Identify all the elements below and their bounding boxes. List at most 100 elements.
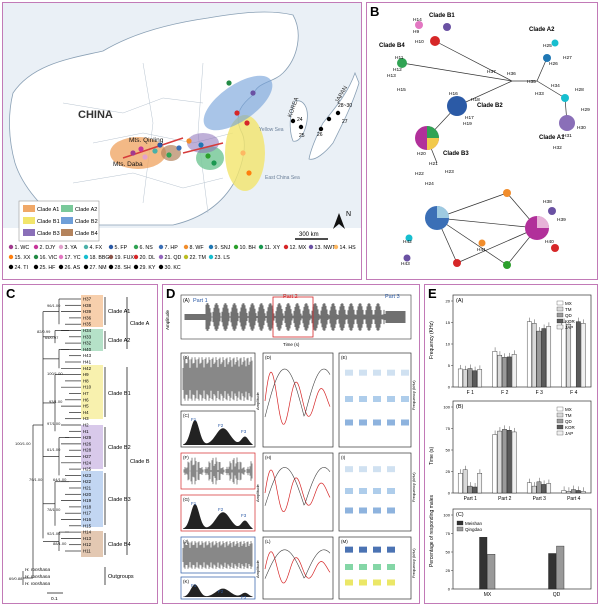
- svg-text:Clade B1: Clade B1: [429, 13, 455, 19]
- site-legend-label: 4. FX: [90, 245, 103, 251]
- panel-c-label: C: [6, 286, 16, 301]
- formant-label: F3: [241, 429, 247, 434]
- phylogenetic-tree-svg: H37H38H39H36H35H34H33H32H40H43H41H42H9H8…: [9, 295, 150, 602]
- bar: [497, 430, 503, 494]
- tree-tip-label: H38: [83, 303, 92, 308]
- haplotype-label: H30: [577, 125, 586, 131]
- shade-a2: [81, 329, 103, 351]
- svg-text:Clade B1: Clade B1: [37, 219, 60, 225]
- bar: [556, 545, 565, 590]
- haplotype-label: H18: [471, 97, 480, 103]
- y-tick-label: 0: [448, 491, 451, 496]
- shade-b3: [81, 471, 103, 527]
- bar: [462, 369, 468, 388]
- spectrogram-band: [401, 396, 409, 402]
- bar: [561, 322, 567, 388]
- svg-text:Clade A1: Clade A1: [108, 309, 130, 315]
- panel-a-frame: [2, 2, 362, 280]
- haplotype-label: H27: [563, 55, 572, 61]
- area-clade-b3: [187, 133, 219, 153]
- xlabel-a: Time (s): [283, 342, 300, 347]
- site-legend-dot: [208, 254, 214, 260]
- subpanel-label: (D): [265, 355, 272, 360]
- haplotype-label: H26: [549, 61, 558, 67]
- site-legend-dot: [83, 244, 89, 250]
- svg-text:Clade B1: Clade B1: [108, 391, 131, 397]
- legend-swatch: [556, 312, 564, 318]
- bar: [467, 485, 473, 494]
- panel-b-frame: [366, 2, 598, 280]
- haplotype-label: H31: [563, 133, 572, 139]
- tree-tip-label: H15: [83, 523, 92, 528]
- chart-subtitle: (C): [456, 512, 464, 518]
- svg-text:Clade B4: Clade B4: [75, 231, 98, 237]
- spectrogram-band: [387, 396, 395, 402]
- chart-ylabel: Percentage of responding males: [429, 495, 435, 567]
- haplotype-label: H39: [557, 217, 566, 223]
- site-legend-label: 11. XY: [265, 245, 281, 251]
- haplotype-label: H14: [413, 17, 422, 23]
- waveform-a: [184, 296, 406, 338]
- site-legend-dot: [258, 244, 264, 250]
- tree-tip-label: H29: [83, 435, 92, 440]
- x-tick-label: F 1: [467, 390, 474, 396]
- area-clade-b2: [203, 75, 273, 131]
- site-legend-dot: [8, 254, 14, 260]
- bar: [531, 323, 537, 388]
- y-tick-label: 25: [446, 469, 451, 474]
- waveform-trace: [184, 303, 406, 331]
- clade-bracket-labels: Clade A1 Clade A2 Clade B1 Clade B2 Clad…: [108, 309, 150, 580]
- site-legend-label: 17. YC: [65, 255, 81, 261]
- site-legend-dot: [83, 264, 89, 270]
- site-legend-label: 23. LS: [215, 255, 231, 261]
- spectrogram-band: [401, 419, 409, 426]
- legend-swatch: [556, 418, 564, 424]
- label-yellow-sea: Yellow Sea: [259, 127, 284, 133]
- tree-tip-label: H18: [83, 504, 92, 509]
- spectrogram-band: [359, 488, 367, 494]
- spectrogram-band: [345, 466, 353, 473]
- waveform-trace: [182, 541, 253, 569]
- tree-tip-label: H24: [83, 460, 92, 465]
- bar: [541, 484, 547, 494]
- map-num-28-30: 28~30: [338, 103, 352, 109]
- bar: [575, 490, 581, 494]
- subpanel-label: (M): [341, 539, 348, 544]
- legend-swatch: [556, 406, 564, 412]
- spectrogram-band: [359, 466, 367, 473]
- formant-label: F1: [191, 417, 197, 422]
- y-tick-label: 10: [446, 342, 451, 347]
- site-legend-label: 8. WF: [190, 245, 205, 251]
- haplotype-label: H29: [581, 107, 590, 113]
- haplotype-label: H23: [445, 169, 454, 175]
- haplotype-label: H34: [551, 83, 560, 89]
- site-legend-label: 20. DL: [140, 255, 156, 261]
- site-legend-dot: [108, 264, 114, 270]
- bar: [566, 491, 572, 494]
- spectrogram-band: [345, 488, 353, 494]
- tree-tip-label: H41: [83, 360, 92, 365]
- site-legend-label: 6. NS: [140, 245, 154, 251]
- svg-text:Clade B2: Clade B2: [75, 219, 98, 225]
- spectrogram-band: [373, 369, 381, 376]
- haplotype-label: H9: [413, 29, 419, 35]
- subpanel-label: (L): [265, 539, 271, 544]
- clade-legend: Clade A1 Clade A2 Clade B1 Clade B2 Clad…: [23, 205, 98, 237]
- bar: [506, 430, 512, 494]
- bar: [479, 536, 488, 590]
- x-tick-label: Part 2: [498, 496, 512, 502]
- x-tick-label: F 4: [570, 390, 577, 396]
- panel-b-label: B: [370, 4, 380, 19]
- bar: [492, 351, 498, 388]
- site-legend-label: 15. XX: [15, 255, 31, 261]
- haplotype-label: H16: [449, 91, 458, 97]
- site-legend-dot: [333, 244, 339, 250]
- bar: [526, 482, 532, 494]
- spectrum-trace: [183, 419, 253, 445]
- x-tick-label: Part 3: [533, 496, 547, 502]
- spectrogram-band: [373, 466, 381, 473]
- y-tick-label: 100: [443, 405, 450, 410]
- site-legend-label: 30. KC: [165, 265, 181, 271]
- tree-tip-label: H9: [83, 372, 89, 377]
- site-legend-dot: [158, 254, 164, 260]
